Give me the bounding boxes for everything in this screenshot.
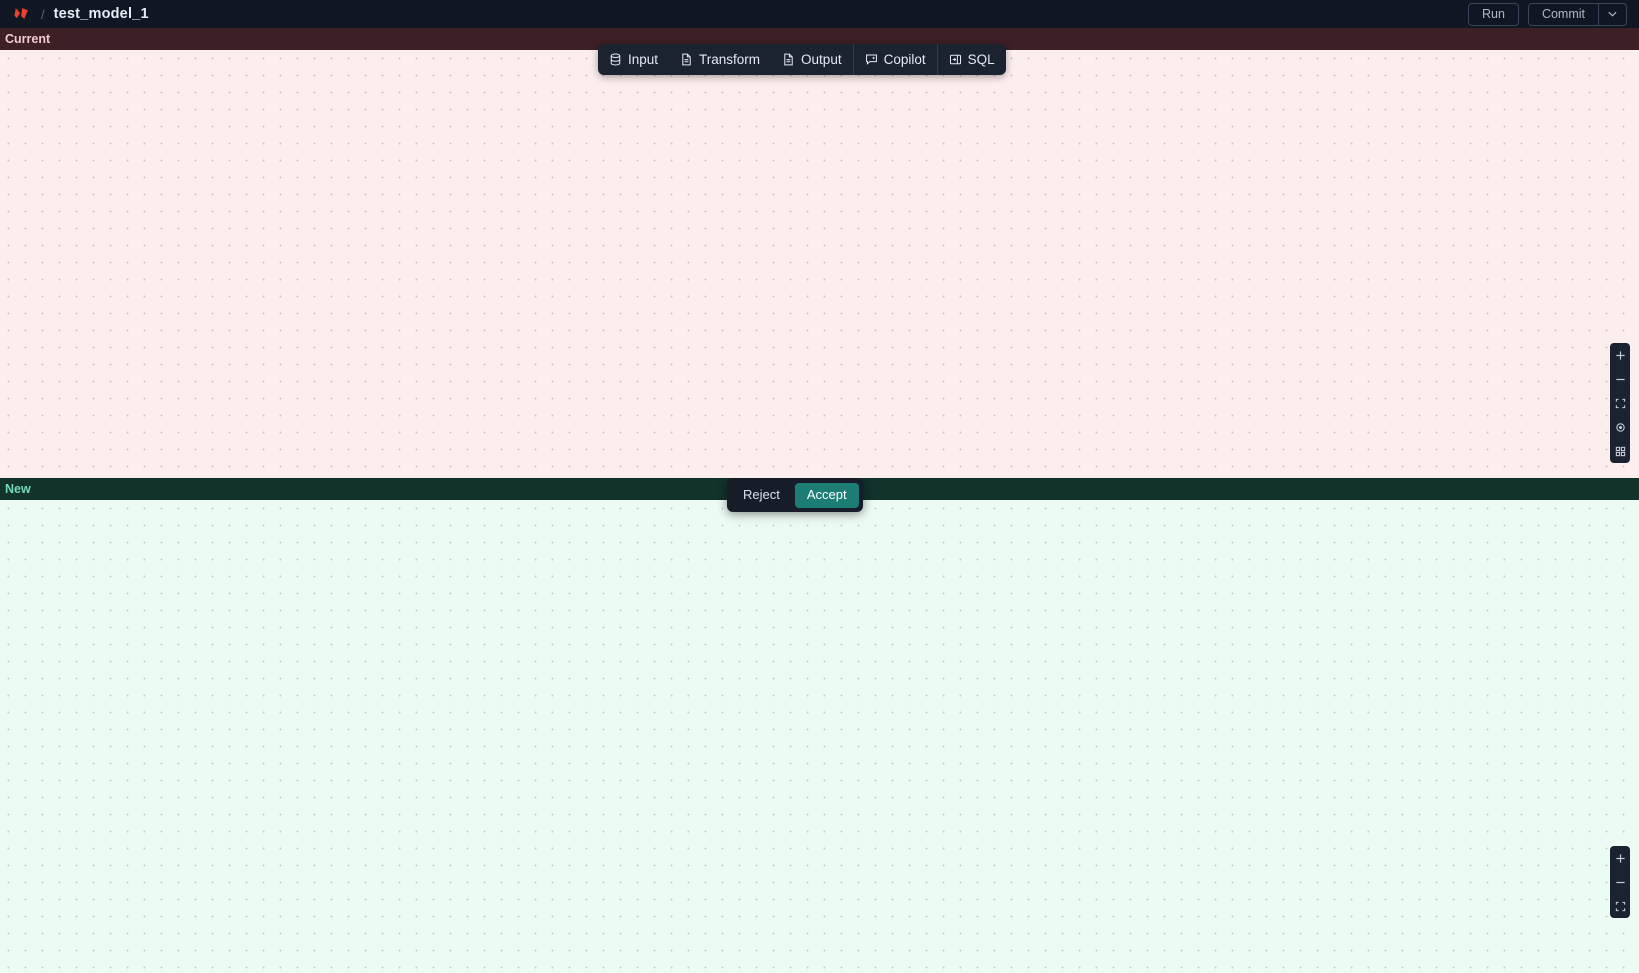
toolbar-item-label: Input [628,52,659,67]
pipeline-edges [0,500,1639,973]
panel-right-icon [949,53,962,66]
current-pane-label: Current [0,28,1639,50]
new-zoom-controls[interactable] [1610,846,1630,918]
commit-button[interactable]: Commit [1541,6,1585,21]
minus-icon[interactable] [1610,870,1630,894]
decision-bar: Reject Accept [727,478,863,512]
page-title: test_model_1 [53,6,149,22]
run-button[interactable]: Run [1468,2,1519,26]
top-bar: / test_model_1 Run Commit [0,0,1639,28]
chat-sparkle-icon [865,53,878,66]
target-icon[interactable] [1610,415,1630,439]
commit-button-group[interactable]: Commit [1527,2,1627,26]
fit-screen-icon[interactable] [1610,894,1630,918]
toolbar-item-label: Transform [699,52,761,67]
database-icon [609,53,622,66]
file-text-icon [680,53,693,66]
current-version-pane: Current [0,28,1639,478]
file-text-icon [782,53,795,66]
toolbar-item-label: Output [801,52,842,67]
editor-toolbar: Input Transform Output Copilot SQL [598,44,1006,75]
toolbar-item-sql[interactable]: SQL [936,44,1006,75]
chevron-down-icon[interactable] [1598,3,1626,25]
current-canvas[interactable] [0,50,1639,478]
plus-icon[interactable] [1610,343,1630,367]
plus-icon[interactable] [1610,846,1630,870]
new-version-pane: New Reject Accept fct_github_pull_reques… [0,478,1639,973]
xata-x-logo-icon[interactable] [8,3,34,25]
toolbar-item-label: Copilot [883,52,926,67]
minus-icon[interactable] [1610,367,1630,391]
toolbar-item-input[interactable]: Input [598,44,669,75]
reject-button[interactable]: Reject [743,486,780,502]
current-zoom-controls[interactable] [1610,343,1630,463]
toolbar-item-output[interactable]: Output [771,44,853,75]
new-canvas[interactable]: fct_github_pull_requests ••• Model Name … [0,500,1639,973]
breadcrumb-separator: / [41,6,45,22]
toolbar-item-copilot[interactable]: Copilot [852,44,937,75]
fit-screen-icon[interactable] [1610,391,1630,415]
toolbar-item-label: SQL [967,52,995,67]
top-bar-actions: Run Commit [1468,2,1631,26]
grid-icon[interactable] [1610,439,1630,463]
toolbar-item-transform[interactable]: Transform [669,44,771,75]
accept-button[interactable]: Accept [794,482,859,508]
